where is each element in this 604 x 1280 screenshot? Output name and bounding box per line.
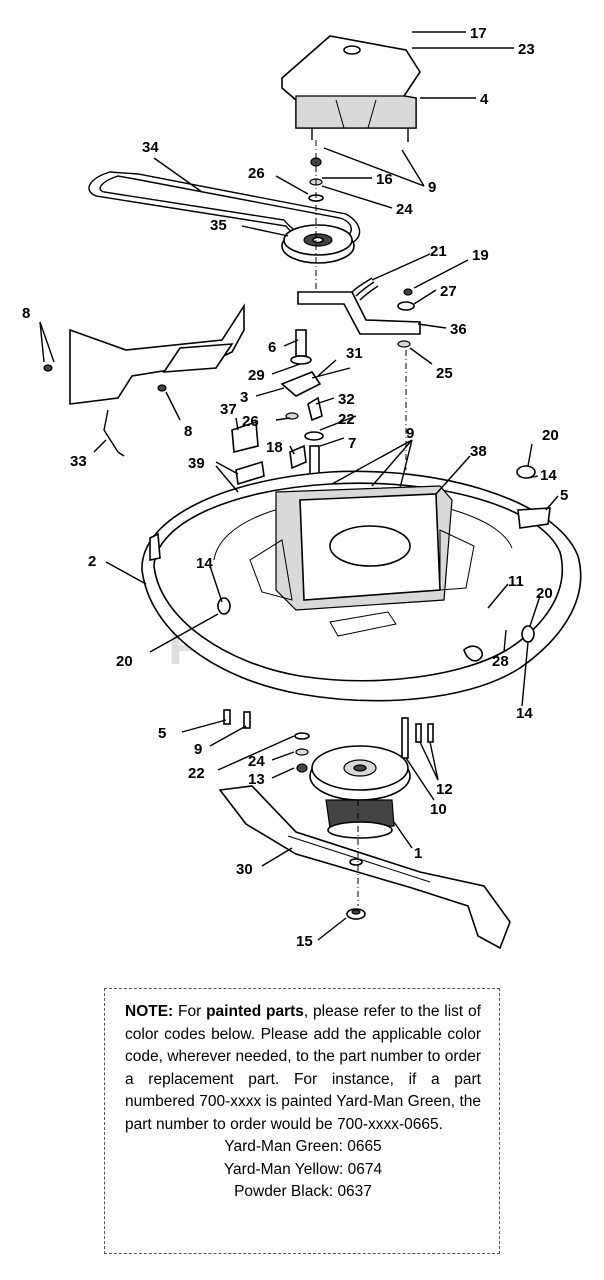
callout-14-right-bottom: 14 xyxy=(516,705,533,722)
callout-38: 38 xyxy=(470,443,487,460)
deck-cover-part-4 xyxy=(281,35,421,142)
callout-9-mid: 9 xyxy=(406,425,414,442)
callout-13: 13 xyxy=(248,771,265,788)
color-code-black: Powder Black: 0637 xyxy=(234,1183,372,1200)
callout-8-right: 8 xyxy=(184,423,192,440)
leader-lines xyxy=(39,31,559,941)
callout-21: 21 xyxy=(430,243,447,260)
callout-27: 27 xyxy=(440,283,457,300)
callout-20-right-bottom: 20 xyxy=(536,585,553,602)
painted-parts-note: NOTE: For painted parts, please refer to… xyxy=(104,988,500,1254)
callout-7: 7 xyxy=(348,435,356,452)
idler-arm-part-36 xyxy=(297,277,421,348)
deck-housing-part-2 xyxy=(141,465,582,702)
note-paragraph: NOTE: For painted parts, please refer to… xyxy=(125,1001,481,1136)
callout-19: 19 xyxy=(472,247,489,264)
callout-26-upper: 26 xyxy=(248,165,265,182)
note-text-a: For xyxy=(173,1003,207,1020)
centerlines xyxy=(315,140,407,906)
callout-4: 4 xyxy=(480,91,489,108)
callout-30: 30 xyxy=(236,861,253,878)
callout-17: 17 xyxy=(470,25,487,42)
exploded-parts-diagram: PartsTree xyxy=(22,25,582,950)
idler-pulley-part-35 xyxy=(281,224,355,264)
callout-23: 23 xyxy=(518,41,535,58)
blade-part-30 xyxy=(218,785,511,950)
callout-5-right: 5 xyxy=(560,487,568,504)
blade-bolt-part-15 xyxy=(346,908,366,920)
callout-35: 35 xyxy=(210,217,227,234)
callout-24-upper: 24 xyxy=(396,201,413,218)
callout-29: 29 xyxy=(248,367,265,384)
note-painted-parts: painted parts xyxy=(206,1003,304,1020)
callout-15: 15 xyxy=(296,933,313,950)
callout-1: 1 xyxy=(414,845,422,862)
callout-28: 28 xyxy=(492,653,509,670)
callout-33: 33 xyxy=(70,453,87,470)
callout-32: 32 xyxy=(338,391,355,408)
callout-9-lower: 9 xyxy=(194,741,202,758)
callout-3: 3 xyxy=(240,389,248,406)
note-label: NOTE: xyxy=(125,1003,174,1020)
color-code-green: Yard-Man Green: 0665 xyxy=(224,1138,382,1155)
callout-31: 31 xyxy=(346,345,363,362)
callout-34: 34 xyxy=(142,139,159,156)
callout-22-mid: 22 xyxy=(338,411,355,428)
callout-8-left: 8 xyxy=(22,305,30,322)
callout-14-left: 14 xyxy=(196,555,213,572)
callout-12: 12 xyxy=(436,781,453,798)
callout-10: 10 xyxy=(430,801,447,818)
callout-36: 36 xyxy=(450,321,467,338)
callout-37: 37 xyxy=(220,401,237,418)
callout-18: 18 xyxy=(266,439,283,456)
callout-24-lower: 24 xyxy=(248,753,265,770)
callout-5-left: 5 xyxy=(158,725,166,742)
note-text-b: , please refer to the list of color code… xyxy=(125,1003,481,1133)
callout-11: 11 xyxy=(508,573,524,590)
color-code-yellow: Yard-Man Yellow: 0674 xyxy=(223,1160,383,1178)
callout-2: 2 xyxy=(88,553,96,570)
callout-20-left: 20 xyxy=(116,653,133,670)
callout-14-right-top: 14 xyxy=(540,467,557,484)
callout-39: 39 xyxy=(188,455,205,472)
callout-20-right-top: 20 xyxy=(542,427,559,444)
callout-16: 16 xyxy=(376,171,393,188)
callout-22-lower: 22 xyxy=(188,765,205,782)
callout-26-mid: 26 xyxy=(242,413,259,430)
under-deck-hardware xyxy=(223,709,434,773)
callout-labels: 17 23 4 34 26 16 9 24 35 21 19 27 36 25 … xyxy=(22,25,568,950)
spindle-pulley-part-1 xyxy=(309,745,411,839)
callout-6: 6 xyxy=(268,339,276,356)
callout-9-upper: 9 xyxy=(428,179,436,196)
bracket-assembly-part-33 xyxy=(43,303,245,457)
callout-25: 25 xyxy=(436,365,453,382)
